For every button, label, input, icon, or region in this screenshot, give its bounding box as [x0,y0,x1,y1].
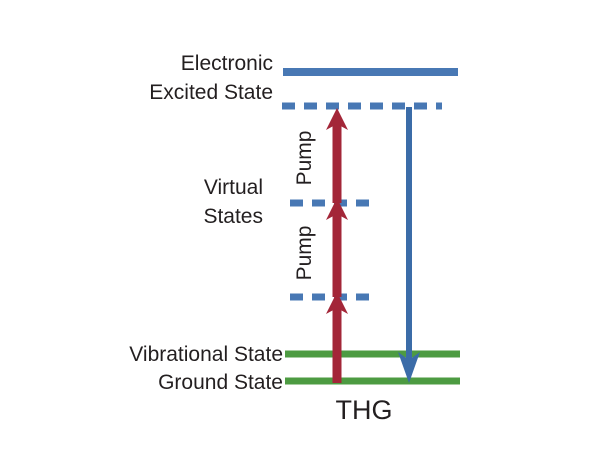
label-electronic-excited-state-line2: Excited State [149,81,273,104]
label-virtual-states-line2: States [203,205,263,228]
label-ground-state: Ground State [158,371,283,394]
pump-arrow-2 [326,198,348,297]
thg-emission-arrow [398,107,420,383]
label-thg-process: THG [336,395,393,425]
pump-arrow-1 [326,292,348,383]
label-pump-lower: Pump [293,226,316,281]
label-vibrational-state: Vibrational State [129,343,283,366]
pump-arrow-3 [326,108,348,203]
label-electronic-excited-state-line1: Electronic [181,52,273,75]
label-pump-upper: Pump [293,131,316,186]
label-virtual-states-line1: Virtual [204,176,263,199]
